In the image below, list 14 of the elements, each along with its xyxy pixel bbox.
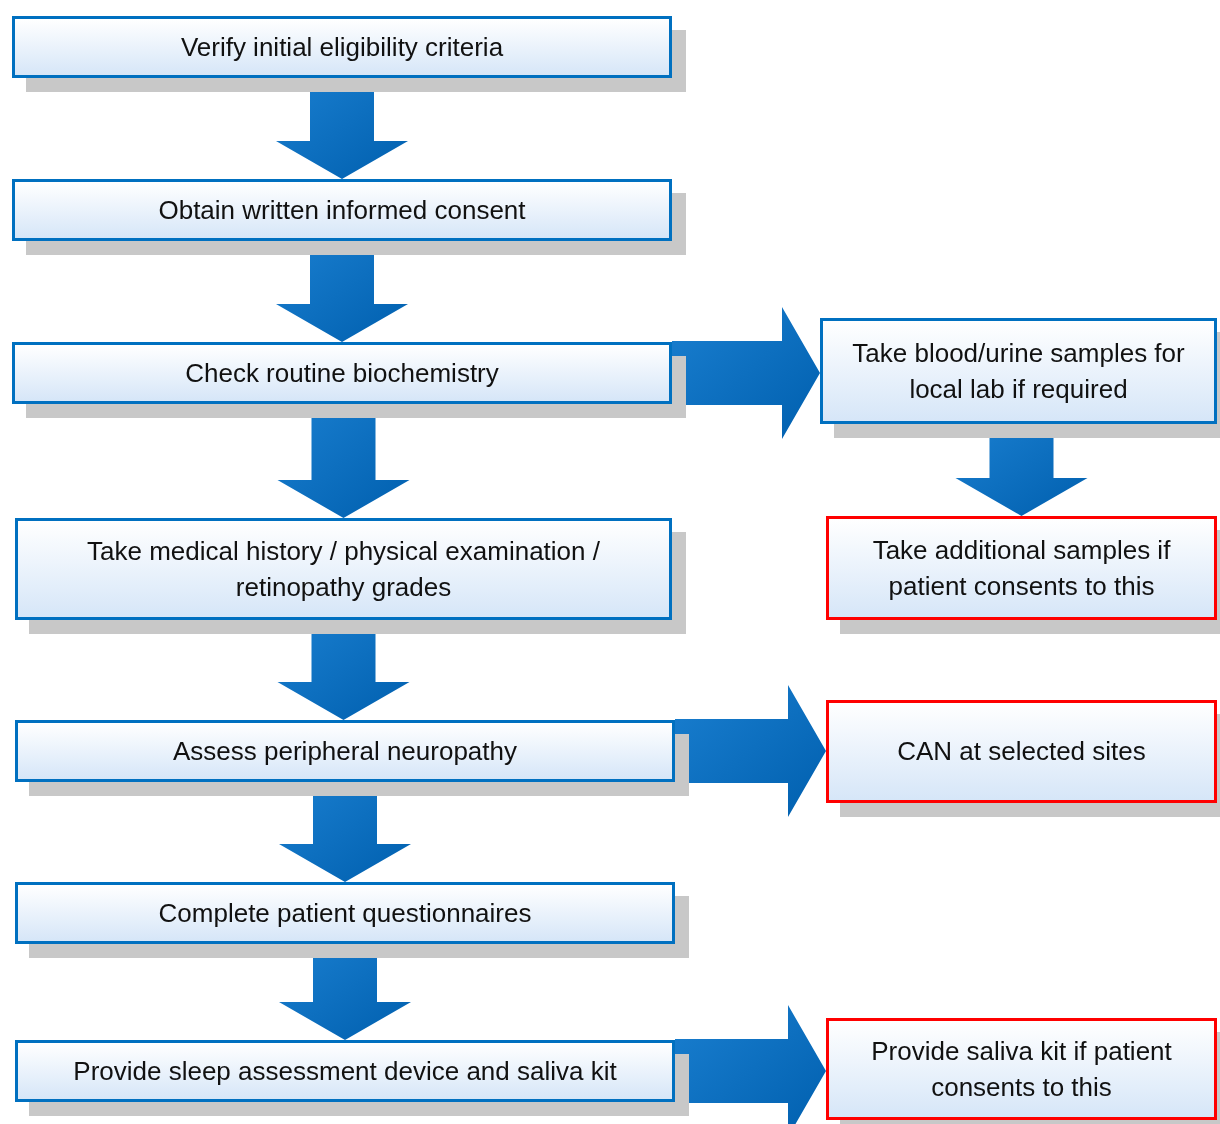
block-arrow [672, 307, 820, 439]
box-label: Provide sleep assessment device and saliva kit [73, 1054, 617, 1088]
box-label: Take medical history / physical examination / retinopathy grades [86, 534, 601, 604]
box-label: Take additional samples if patient consents to this [871, 533, 1172, 603]
box-label: Verify initial eligibility criteria [180, 30, 504, 64]
box-label: Check routine biochemistry [185, 356, 499, 390]
box-label: Obtain written informed consent [158, 193, 526, 227]
box-label: CAN at selected sites [897, 735, 1146, 769]
box-label: Complete patient questionnaires [158, 896, 532, 930]
block-arrow [675, 685, 826, 817]
box-label: Provide saliva kit if patient consents to this [870, 1034, 1173, 1104]
box-label: Take blood/urine samples for local lab if required [851, 336, 1186, 406]
box-label: Assess peripheral neuropathy [173, 734, 517, 768]
block-arrow [675, 1005, 826, 1124]
